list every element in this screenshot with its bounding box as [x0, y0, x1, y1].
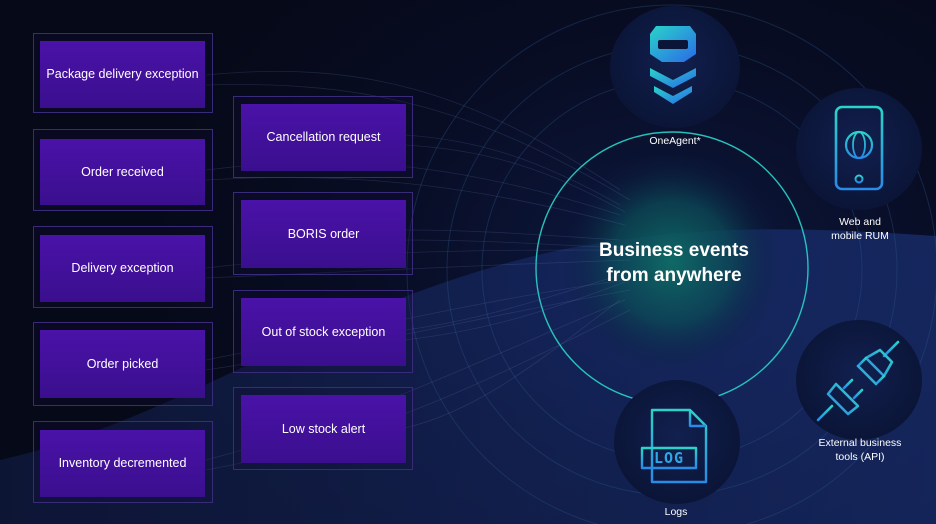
event-label: Inventory decremented	[58, 456, 187, 470]
logs-bubble	[614, 380, 740, 504]
rum-label-line-1: Web and	[839, 216, 881, 228]
rum-label: Web and mobile RUM	[800, 215, 920, 243]
log-icon-text: LOG	[653, 449, 685, 467]
event-label: Delivery exception	[71, 261, 174, 275]
plug-connector-icon	[816, 340, 900, 422]
center-title-line-2: from anywhere	[606, 265, 742, 286]
center-title: Business events from anywhere	[568, 238, 780, 288]
center-glow	[562, 152, 782, 372]
event-card-delivery-exception: Delivery exception	[40, 235, 205, 302]
log-file-icon	[640, 408, 708, 484]
event-card-boris-order: BORIS order	[241, 200, 406, 268]
event-card-inventory-decremented: Inventory decremented	[40, 430, 205, 497]
api-label: External business tools (API)	[800, 436, 920, 464]
event-card-order-received: Order received	[40, 139, 205, 205]
api-label-line-2: tools (API)	[835, 451, 885, 463]
center-title-line-1: Business events	[599, 240, 749, 261]
event-label: Order picked	[86, 356, 159, 371]
event-card-low-stock-alert: Low stock alert	[241, 395, 406, 463]
api-label-line-1: External business	[818, 437, 902, 449]
smartphone-globe-icon	[834, 105, 884, 191]
event-label: Order received	[81, 164, 164, 179]
event-label: BORIS order	[287, 226, 360, 241]
event-card-order-picked: Order picked	[40, 330, 205, 398]
oneagent-logo-icon	[650, 26, 696, 104]
event-label: Cancellation request	[266, 130, 381, 144]
ring-outer	[406, 4, 936, 524]
event-label: Low stock alert	[281, 421, 366, 436]
event-label: Package delivery exception	[46, 67, 199, 81]
rum-label-line-2: mobile RUM	[831, 230, 889, 242]
event-label: Out of stock exception	[261, 324, 386, 339]
logs-label: Logs	[664, 506, 688, 518]
oneagent-label: OneAgent*	[649, 135, 701, 147]
event-card-out-of-stock-exception: Out of stock exception	[241, 298, 406, 366]
event-card-cancellation-request: Cancellation request	[241, 104, 406, 171]
event-card-package-delivery-exception: Package delivery exception	[40, 41, 205, 108]
